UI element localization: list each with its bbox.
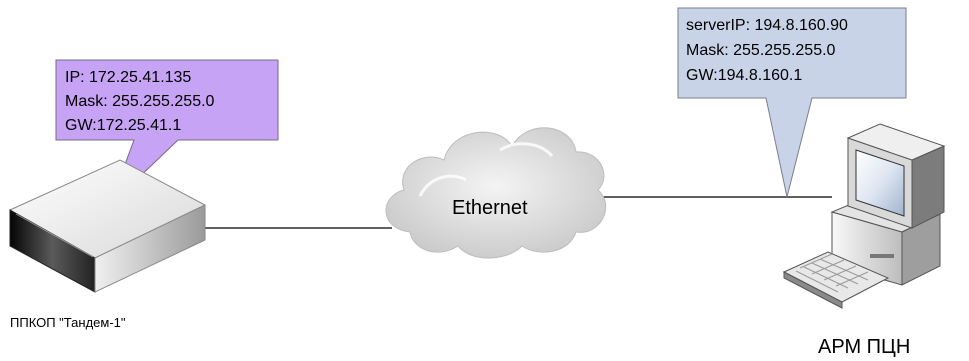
right-device-label: АРМ ПЦН [818,336,910,358]
pc-drive-slot [870,254,894,258]
right-callout-line-2: Mask: 255.255.255.0 [686,42,836,59]
router-box-bevel [15,213,94,258]
right-callout-line-1: serverIP: 194.8.160.90 [686,17,848,34]
monitor-top [846,123,946,161]
left-callout-line-1: IP: 172.25.41.135 [65,69,191,86]
keyboard-keys [795,253,869,293]
cloud-shape [385,127,607,259]
connection-lines [200,196,832,229]
left-callout: IP: 172.25.41.135 Mask: 255.255.255.0 GW… [55,59,279,206]
right-callout-line-3: GW:194.8.160.1 [686,67,802,84]
cloud-icon [385,127,607,259]
left-device-label: ППКОП "Тандем-1" [10,315,126,330]
router-box-side [94,204,206,293]
left-callout-line-3: GW:172.25.41.1 [65,117,181,134]
left-callout-line-2: Mask: 255.255.255.0 [65,93,215,110]
router-box-icon [8,159,207,293]
monitor-screen [855,149,905,217]
right-callout-bubble [677,7,907,198]
desktop-computer-icon [782,123,946,309]
cloud-highlight [418,142,554,197]
keyboard-edge [783,271,843,309]
right-callout: serverIP: 194.8.160.90 Mask: 255.255.255… [677,7,907,198]
network-label: Ethernet [452,197,528,219]
